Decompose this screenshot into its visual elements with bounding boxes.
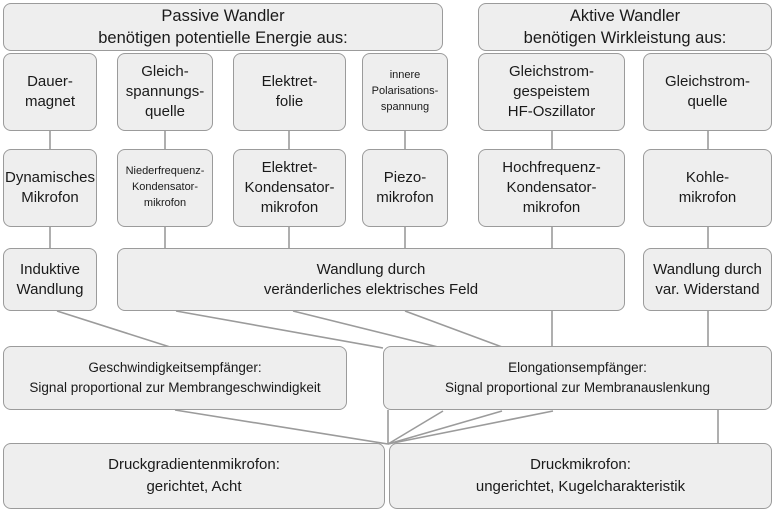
node-hochfrequenz-kondensatormikrofon: Hochfrequenz- Kondensator- mikrofon	[478, 149, 625, 227]
node-text: folie	[275, 93, 304, 110]
node-text: Wandlung durch	[653, 260, 762, 278]
node-text: mikrofon	[260, 198, 319, 216]
node-text: veränderliches elektrisches Feld	[263, 280, 479, 298]
node-aktive-wandler-header: Aktive Wandler benötigen Wirkleistung au…	[478, 3, 772, 51]
node-elektret-kondensatormikrofon: Elektret- Kondensator- mikrofon	[233, 149, 346, 227]
node-text: mikrofon	[376, 189, 434, 206]
node-passive-wandler-header: Passive Wandler benötigen potentielle En…	[3, 3, 443, 51]
node-text: benötigen potentielle Energie aus:	[98, 29, 348, 47]
node-text: Gleichstrom-	[508, 63, 594, 81]
node-text: var. Widerstand	[655, 280, 760, 298]
node-elongationsempfaenger: Elongationsempfänger: Signal proportiona…	[383, 346, 772, 410]
connector-line	[175, 310, 384, 349]
node-druckmikrofon: Druckmikrofon: ungerichtet, Kugelcharakt…	[389, 443, 772, 509]
node-text: Elektret-	[261, 159, 318, 177]
node-text: Druckgradientenmikrofon:	[108, 455, 280, 473]
node-text: Passive Wandler	[161, 6, 285, 25]
node-text: magnet	[24, 93, 76, 110]
connector-line	[387, 410, 503, 445]
node-text: Wandlung durch	[316, 260, 426, 278]
node-text: ungerichtet, Kugelcharakteristik	[475, 478, 686, 495]
node-dauermagnet: Dauer- magnet	[3, 53, 97, 131]
node-text: quelle	[144, 102, 186, 120]
node-text: spannungs-	[125, 83, 205, 101]
node-text: Kondensator-	[244, 179, 335, 197]
node-text: Aktive Wandler	[569, 6, 681, 25]
node-kohlemikrofon: Kohle- mikrofon	[643, 149, 772, 227]
node-text: mikrofon	[143, 196, 187, 209]
node-innere-polarisationsspannung: innere Polarisations- spannung	[362, 53, 448, 131]
node-text: Mikrofon	[21, 189, 79, 206]
node-text: Kohle-	[685, 169, 730, 187]
connector-line	[292, 310, 439, 348]
node-text: Piezo-	[383, 169, 427, 187]
node-text: Druckmikrofon:	[530, 455, 631, 473]
node-wandlung-elektrisches-feld: Wandlung durch veränderliches elektrisch…	[117, 248, 625, 311]
connector-line	[56, 310, 171, 348]
node-dynamisches-mikrofon: Dynamisches Mikrofon	[3, 149, 97, 227]
node-text: Niederfrequenz-	[125, 165, 205, 178]
node-text: quelle	[687, 93, 728, 110]
node-induktive-wandlung: Induktive Wandlung	[3, 248, 97, 311]
node-gleichspannungsquelle: Gleich- spannungs- quelle	[117, 53, 213, 131]
node-niederfrequenz-kondensatormikrofon: Niederfrequenz- Kondensator- mikrofon	[117, 149, 213, 227]
node-text: Geschwindigkeitsempfänger:	[88, 359, 262, 375]
node-text: HF-Oszillator	[507, 102, 596, 120]
node-text: Gleichstrom-	[664, 73, 750, 91]
node-text: Hochfrequenz-	[502, 159, 601, 177]
node-geschwindigkeitsempfaenger: Geschwindigkeitsempfänger: Signal propor…	[3, 346, 347, 410]
node-text: Signal proportional zur Membranauslenkun…	[445, 380, 710, 395]
connector-line	[387, 410, 554, 445]
node-gleichstrom-hf-oszillator: Gleichstrom- gespeistem HF-Oszillator	[478, 53, 625, 131]
connector-line	[404, 310, 503, 348]
node-text: benötigen Wirkleistung aus:	[523, 29, 727, 47]
node-wandlung-var-widerstand: Wandlung durch var. Widerstand	[643, 248, 772, 311]
node-text: mikrofon	[522, 198, 581, 216]
node-druckgradientenmikrofon: Druckgradientenmikrofon: gerichtet, Acht	[3, 443, 385, 509]
node-text: Dynamisches	[4, 169, 96, 187]
node-gleichstromquelle: Gleichstrom- quelle	[643, 53, 772, 131]
node-text: Dauer-	[27, 73, 73, 91]
node-text: spannung	[380, 100, 430, 113]
node-text: mikrofon	[678, 189, 737, 206]
node-text: Elongationsempfänger:	[508, 359, 647, 375]
node-text: Elektret-	[261, 73, 318, 91]
node-text: Signal proportional zur Membrangeschwind…	[29, 380, 321, 395]
node-text: Kondensator-	[131, 181, 199, 194]
node-text: Polarisations-	[371, 85, 439, 98]
node-text: Gleich-	[141, 63, 189, 81]
connector-line	[387, 410, 444, 445]
node-piezomikrofon: Piezo- mikrofon	[362, 149, 448, 227]
node-text: gerichtet, Acht	[146, 478, 242, 495]
node-text: Induktive	[19, 260, 81, 278]
node-text: gespeistem	[513, 83, 590, 101]
node-text: Kondensator-	[506, 179, 597, 197]
node-elektretfolie: Elektret- folie	[233, 53, 346, 131]
node-text: innere	[389, 69, 421, 82]
connector-line	[174, 409, 389, 445]
node-text: Wandlung	[16, 280, 84, 298]
